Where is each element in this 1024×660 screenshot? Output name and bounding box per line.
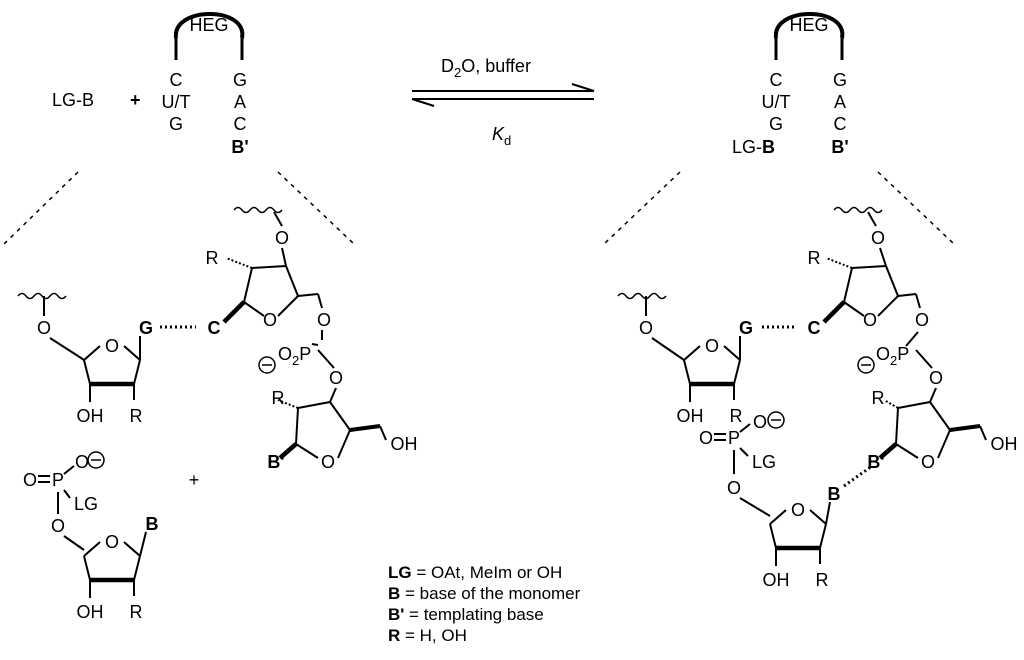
product-lg-base: LG-B: [732, 137, 775, 157]
svg-text:O: O: [51, 516, 65, 536]
svg-text:P: P: [52, 470, 64, 490]
heg-label-right: HEG: [789, 15, 828, 35]
svg-text:O: O: [699, 428, 713, 448]
svg-text:C: C: [208, 318, 221, 338]
svg-text:O: O: [275, 228, 289, 248]
svg-text:O: O: [321, 452, 335, 472]
product-right-strand-3: C: [834, 114, 847, 134]
right-strand-3: C: [234, 114, 247, 134]
svg-text:R: R: [808, 248, 821, 268]
heg-label-left: HEG: [189, 15, 228, 35]
phosphate-o2: O2P: [278, 344, 311, 368]
legend-item-b: B = base of the monomer: [388, 584, 581, 603]
zoom-lines: [3, 171, 955, 245]
svg-text:O: O: [727, 478, 741, 498]
svg-text:O: O: [863, 310, 877, 330]
svg-text:O: O: [75, 452, 89, 472]
conditions-label: D2O, buffer: [441, 56, 531, 80]
svg-text:P: P: [728, 428, 740, 448]
svg-text:O: O: [37, 318, 51, 338]
svg-text:O: O: [871, 228, 885, 248]
svg-text:B': B': [867, 452, 884, 472]
legend-item-lg: LG = OAt, MeIm or OH: [388, 563, 563, 582]
legend-item-bprime: B' = templating base: [388, 605, 544, 624]
product-left-strand-3: G: [769, 114, 783, 134]
heg-loop-right: [773, 12, 845, 60]
left-strand-3: G: [169, 114, 183, 134]
product-phosphate-o2: O2P: [876, 344, 909, 368]
svg-text:R: R: [872, 388, 885, 408]
svg-text:O: O: [921, 452, 935, 472]
legend-item-r: R = H, OH: [388, 626, 467, 645]
template-base-left: B': [231, 137, 248, 157]
svg-text:G: G: [739, 318, 753, 338]
product-right-strand-2: A: [834, 92, 846, 112]
dissociation-constant: Kd: [492, 124, 511, 148]
svg-text:R: R: [206, 248, 219, 268]
svg-text:O: O: [753, 412, 767, 432]
right-structure: O G C O R O O O2P O R B': [617, 206, 1018, 591]
template-base-right: B': [831, 137, 848, 157]
svg-text:O: O: [929, 368, 943, 388]
svg-text:OH: OH: [391, 434, 418, 454]
svg-text:B: B: [828, 484, 841, 504]
svg-text:O: O: [639, 318, 653, 338]
svg-text:O: O: [329, 368, 343, 388]
svg-text:B: B: [146, 514, 159, 534]
left-strand-1: C: [170, 70, 183, 90]
svg-text:C: C: [808, 318, 821, 338]
svg-text:LG: LG: [752, 452, 776, 472]
plus-monomer: +: [189, 470, 200, 490]
plus-sign: +: [130, 90, 141, 110]
svg-text:OH: OH: [991, 434, 1018, 454]
svg-text:G: G: [139, 318, 153, 338]
reactant-label: LG-B: [52, 90, 94, 110]
svg-text:O: O: [263, 310, 277, 330]
svg-text:R: R: [272, 388, 285, 408]
product-right-strand-1: G: [833, 70, 847, 90]
left-strand-2: U/T: [162, 92, 191, 112]
legend: LG = OAt, MeIm or OH B = base of the mon…: [388, 562, 718, 646]
svg-text:O: O: [23, 470, 37, 490]
product-left-strand-2: U/T: [762, 92, 791, 112]
svg-text:O: O: [915, 310, 929, 330]
svg-text:B': B': [267, 452, 284, 472]
left-structure: O G C O R O O O2P O R: [17, 206, 418, 623]
heg-loop-left: [173, 12, 245, 60]
right-strand-1: G: [233, 70, 247, 90]
svg-text:LG: LG: [74, 494, 98, 514]
product-left-strand-1: C: [770, 70, 783, 90]
svg-text:O: O: [317, 310, 331, 330]
right-strand-2: A: [234, 92, 246, 112]
equilibrium-arrows: [411, 83, 595, 107]
